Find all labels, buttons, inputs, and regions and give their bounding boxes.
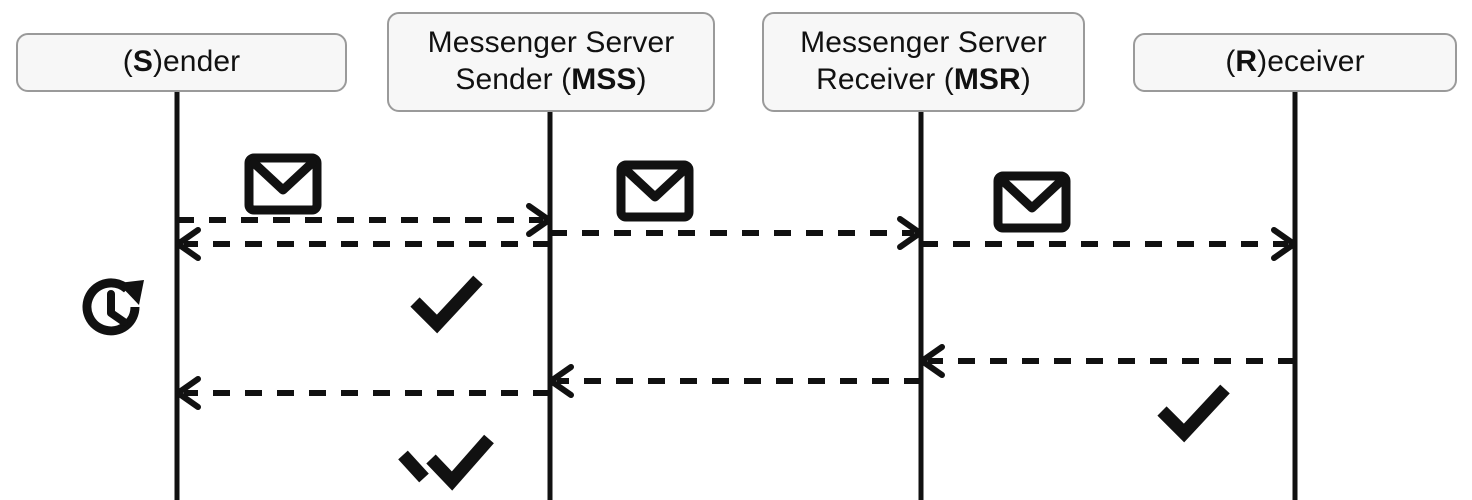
actor-label-mss-line2: Sender (MSS) xyxy=(455,63,647,96)
clock-retry-icon xyxy=(82,278,144,336)
actor-label-sender: (S)ender xyxy=(122,45,241,79)
actor-label-msr-line1: Messenger Server xyxy=(800,26,1047,60)
arrowhead-left-sender-read xyxy=(175,376,201,410)
arrowhead-right-msr-top xyxy=(897,216,923,250)
actor-label-mss-line1: Messenger Server xyxy=(427,26,675,60)
single-check-icon xyxy=(410,275,483,334)
single-check-icon xyxy=(1157,384,1230,443)
actor-label-receiver: (R)eceiver xyxy=(1225,45,1365,79)
double-check-icon xyxy=(398,434,494,491)
double-check-second-icon xyxy=(426,434,494,491)
actor-box-mss[interactable]: Messenger Server Sender (MSS) xyxy=(387,12,715,112)
actor-label-msr-line2: Receiver (MSR) xyxy=(816,63,1031,96)
actor-box-msr[interactable]: Messenger Server Receiver (MSR) xyxy=(762,12,1085,112)
envelope-icon-group-3 xyxy=(993,171,1071,233)
envelope-icon-group-1 xyxy=(244,153,322,215)
arrowhead-right-receiver xyxy=(1271,227,1297,261)
arrowhead-left-mss-read xyxy=(548,364,574,398)
envelope-flap-icon xyxy=(621,165,689,202)
clock-retry-arrowhead-icon xyxy=(118,280,144,305)
lifelines xyxy=(174,92,1298,500)
double-check-first-icon xyxy=(398,450,429,483)
envelope-flap-icon xyxy=(249,158,317,195)
actor-box-receiver[interactable]: (R)eceiver xyxy=(1133,33,1457,92)
arrowhead-left-sender-ack xyxy=(175,227,201,261)
arrowhead-right-mss-top xyxy=(526,203,552,237)
actor-box-sender[interactable]: (S)ender xyxy=(16,33,347,92)
arrowhead-left-msr-read xyxy=(919,344,945,378)
envelope-flap-icon xyxy=(998,176,1066,213)
messages xyxy=(177,217,1295,396)
envelope-icon-group-2 xyxy=(616,160,694,222)
clock-retry-arc-icon xyxy=(82,278,140,336)
clock-hands-icon xyxy=(107,290,128,326)
arrowheads xyxy=(175,203,1297,410)
